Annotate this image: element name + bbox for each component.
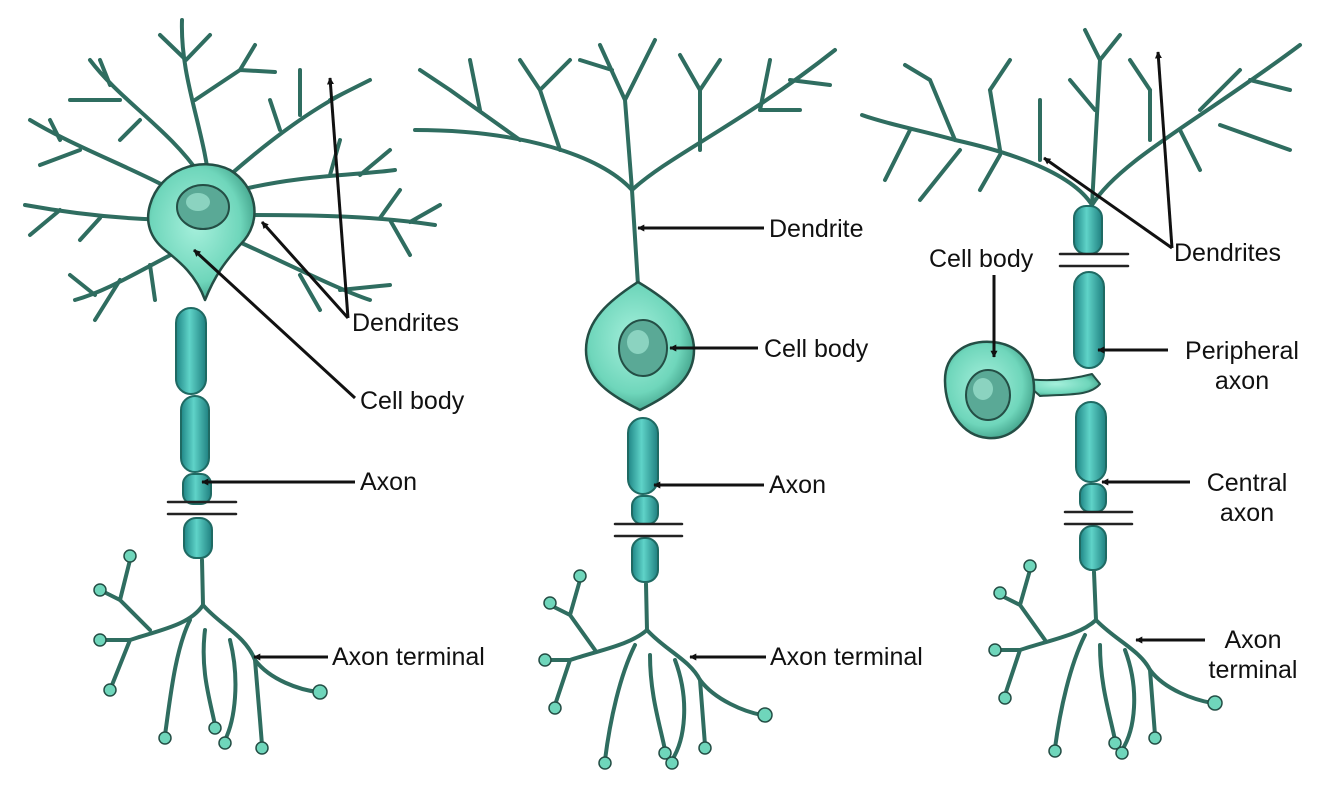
multipolar-neuron [23,18,442,755]
label-axon-terminal-3: Axon terminal [1198,625,1308,685]
label-central-axon: Central axon [1192,468,1302,528]
label-dendrite-2: Dendrite [769,215,864,243]
unipolar-dendrite-tree [860,28,1302,207]
multipolar-axon [166,307,238,559]
bipolar-dendrite-tree [413,38,837,287]
arrow-dendrites-1a [260,220,350,320]
label-central-axon-line2: axon [1219,499,1275,527]
label-cell-body-2: Cell body [764,335,869,363]
label-axon-terminal-1: Axon terminal [332,643,485,671]
bipolar-axon-terminal [543,578,764,762]
label-axon-1: Axon [360,468,417,496]
label-peripheral-axon: Peripheral axon [1172,336,1312,396]
multipolar-terminal-boutons [93,549,328,755]
arrow-dendrites-1b [326,77,350,319]
label-cell-body-1: Cell body [360,387,465,415]
label-central-axon-line1: Central [1206,469,1288,497]
multipolar-axon-terminal [98,558,320,747]
arrow-cell-body-1 [192,248,357,400]
label-peripheral-axon-line2: axon [1214,367,1270,395]
bipolar-axon [613,417,684,583]
arrow-dendrites-3b [1154,51,1174,249]
label-cell-body-3: Cell body [929,245,1034,273]
unipolar-terminal-boutons [988,559,1223,760]
unipolar-axon-terminal [993,568,1214,752]
arrow-dendrites-3a [1043,156,1173,250]
label-axon-terminal-3-line1: Axon [1224,626,1282,654]
label-dendrites-1: Dendrites [352,309,459,337]
multipolar-dendrites [23,18,442,322]
unipolar-neuron [860,28,1302,760]
label-axon-terminal-2: Axon terminal [770,643,923,671]
label-dendrites-3: Dendrites [1174,239,1281,267]
label-axon-terminal-3-line2: terminal [1208,656,1298,684]
label-peripheral-axon-line1: Peripheral [1185,337,1299,365]
bipolar-neuron [413,38,837,770]
leader-arrows [192,51,1205,661]
bipolar-terminal-boutons [538,569,773,770]
label-axon-2: Axon [769,471,826,499]
unipolar-stem [1019,373,1101,397]
unipolar-central-axon [1063,401,1134,571]
unipolar-peripheral-axon [1058,205,1130,369]
